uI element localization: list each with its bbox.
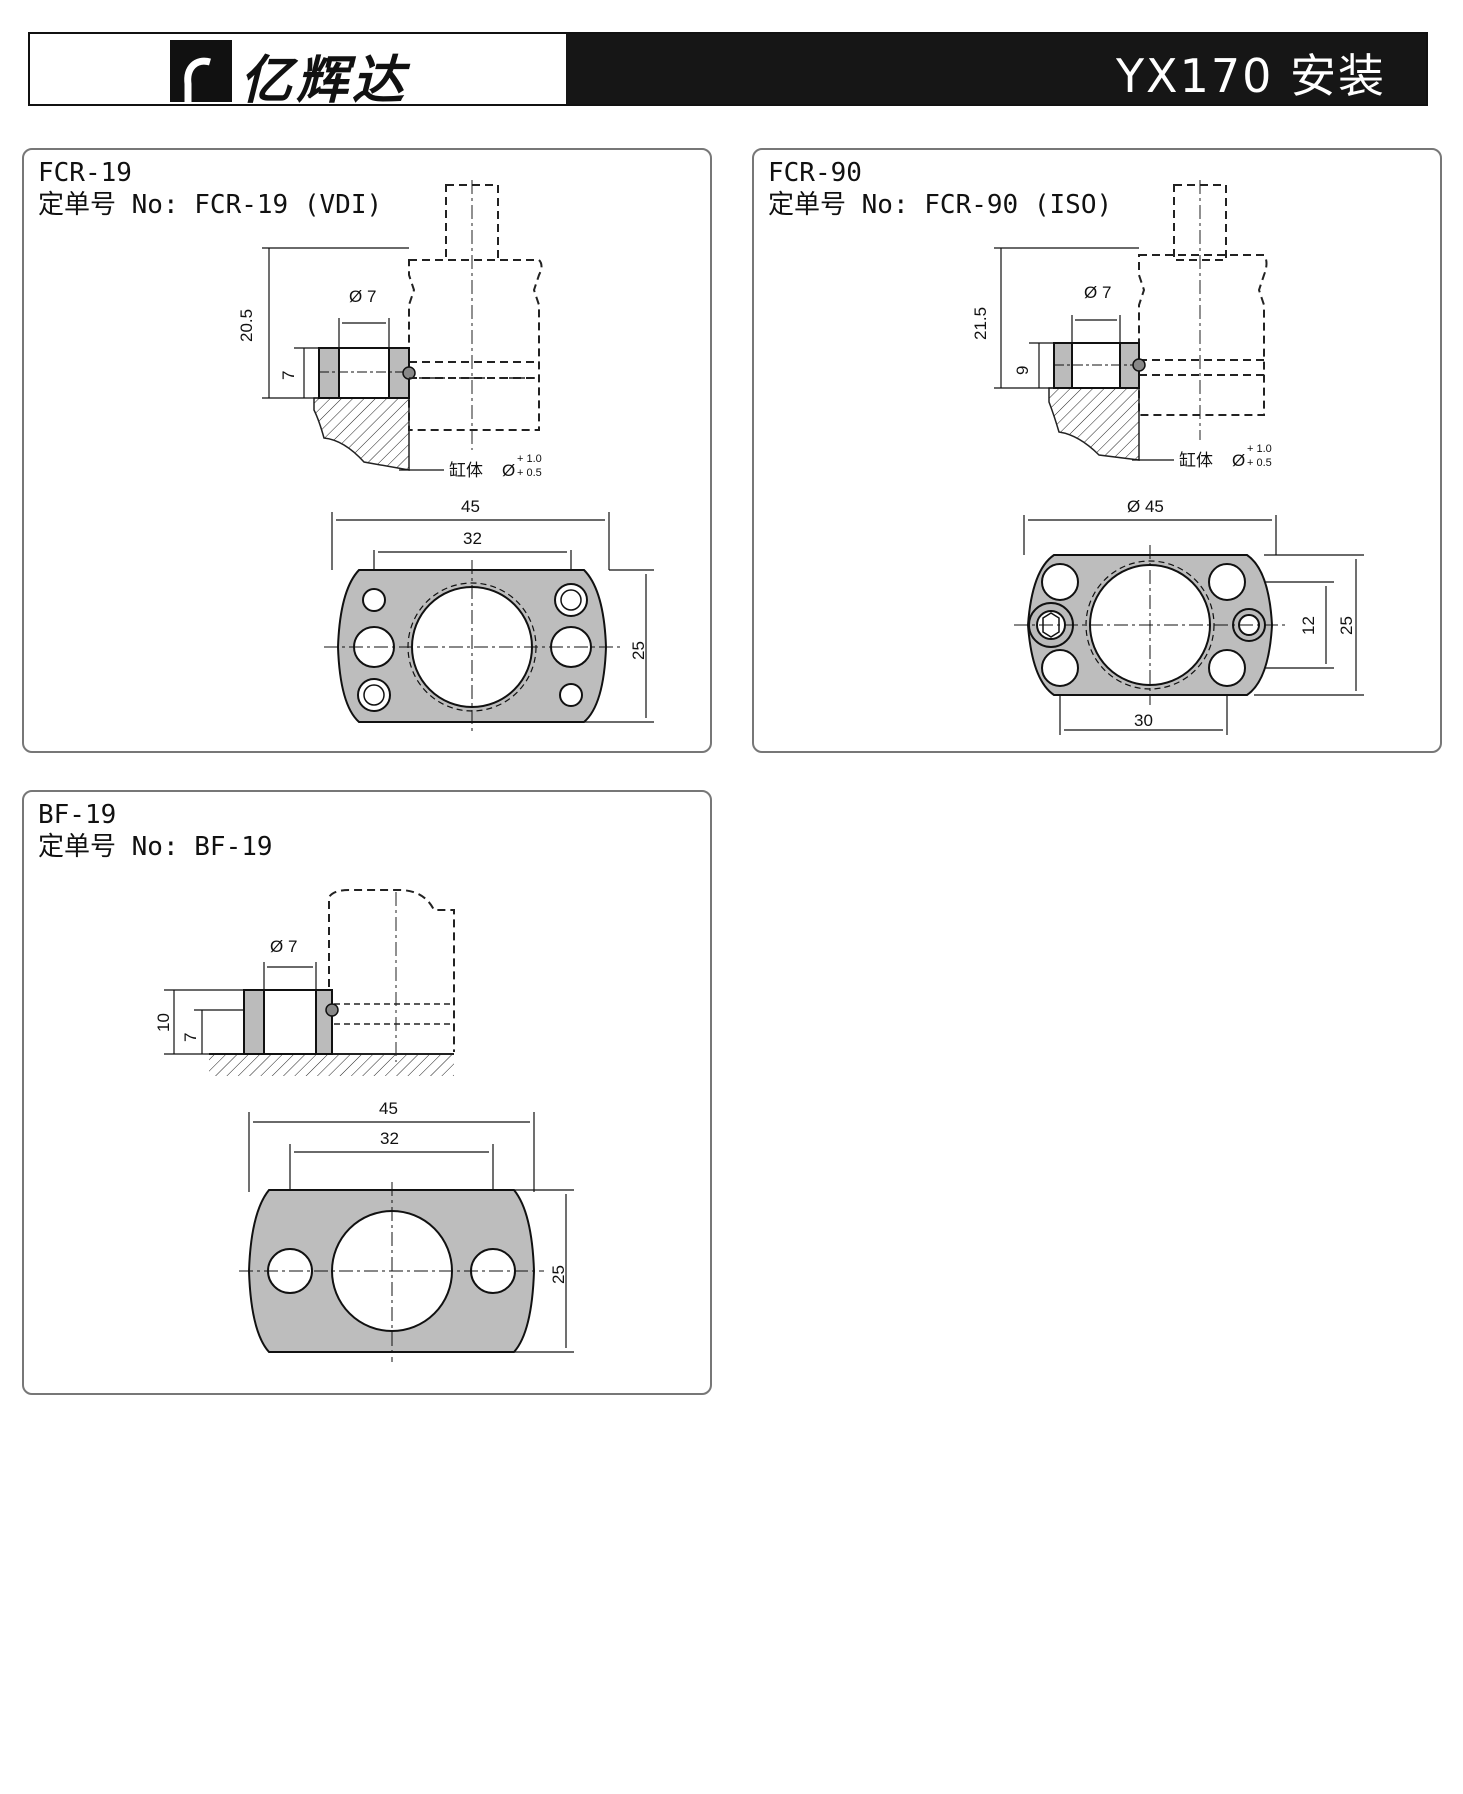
tol-upper: + 1.0: [1247, 443, 1272, 455]
logo-area: 亿辉达: [30, 34, 566, 111]
body-label: 缸体: [1179, 450, 1213, 470]
cylinder-outline: [408, 184, 543, 431]
tol-lower: + 0.5: [517, 467, 542, 479]
dim-bore: Ø 7: [270, 937, 297, 956]
dim-width: Ø 45: [1127, 497, 1164, 516]
dim-width: 45: [379, 1099, 398, 1118]
fcr-90-drawing: 21.5 9 Ø 7 缸体 Ø + 1.0 + 0.5 Ø 45 12 25 3…: [971, 180, 1364, 735]
dim-plate-height: 25: [549, 1265, 568, 1284]
dim-pitch: 32: [380, 1129, 399, 1148]
panel-fcr-90: FCR-90 定单号 No: FCR-90 (ISO): [752, 148, 1442, 753]
dim-bore: Ø 7: [1084, 283, 1111, 302]
order-number: 定单号 No: BF-19: [38, 832, 273, 862]
panel-bf-19: BF-19 定单号 No: BF-19 10 7 Ø 7: [22, 790, 712, 1395]
title-bar: YX170 安装: [566, 34, 1426, 104]
panel-fcr-19: FCR-19 定单号 No: FCR-19 (VDI): [22, 148, 712, 753]
page-title: YX170 安装: [1115, 49, 1386, 103]
dim-height: 10: [154, 1013, 173, 1032]
tol-lower: + 0.5: [1247, 457, 1272, 469]
dim-pitch-vertical: 12: [1299, 616, 1318, 635]
dim-thickness: 7: [279, 371, 298, 380]
body-label: 缸体: [449, 460, 483, 480]
dim-plate-height: 25: [629, 641, 648, 660]
body-dia: Ø: [502, 461, 515, 480]
order-number: 定单号 No: FCR-90 (ISO): [768, 190, 1113, 220]
fcr-19-drawing: 20.5 7 Ø 7 缸体 Ø + 1.0 + 0.5 45 32 25: [237, 180, 654, 735]
dim-plate-height: 25: [1337, 616, 1356, 635]
dim-thickness: 7: [181, 1033, 200, 1042]
panel-title: BF-19: [38, 800, 117, 830]
company-logo-icon: [170, 40, 232, 102]
bf-19-drawing: 10 7 Ø 7 45 32 25: [154, 889, 574, 1362]
dim-pitch: 32: [463, 529, 482, 548]
body-dia: Ø: [1232, 451, 1245, 470]
order-number: 定单号 No: FCR-19 (VDI): [38, 190, 383, 220]
dim-height: 21.5: [971, 307, 990, 340]
dim-thickness: 9: [1013, 366, 1032, 375]
dim-bore: Ø 7: [349, 287, 376, 306]
dim-pitch-horizontal: 30: [1134, 711, 1153, 730]
page-header: 亿辉达 YX170 安装: [28, 32, 1428, 111]
panel-title: FCR-90: [768, 158, 862, 188]
tol-upper: + 1.0: [517, 453, 542, 465]
dim-height: 20.5: [237, 309, 256, 342]
panel-title: FCR-19: [38, 158, 132, 188]
company-name: 亿辉达: [240, 50, 409, 111]
dim-width: 45: [461, 497, 480, 516]
